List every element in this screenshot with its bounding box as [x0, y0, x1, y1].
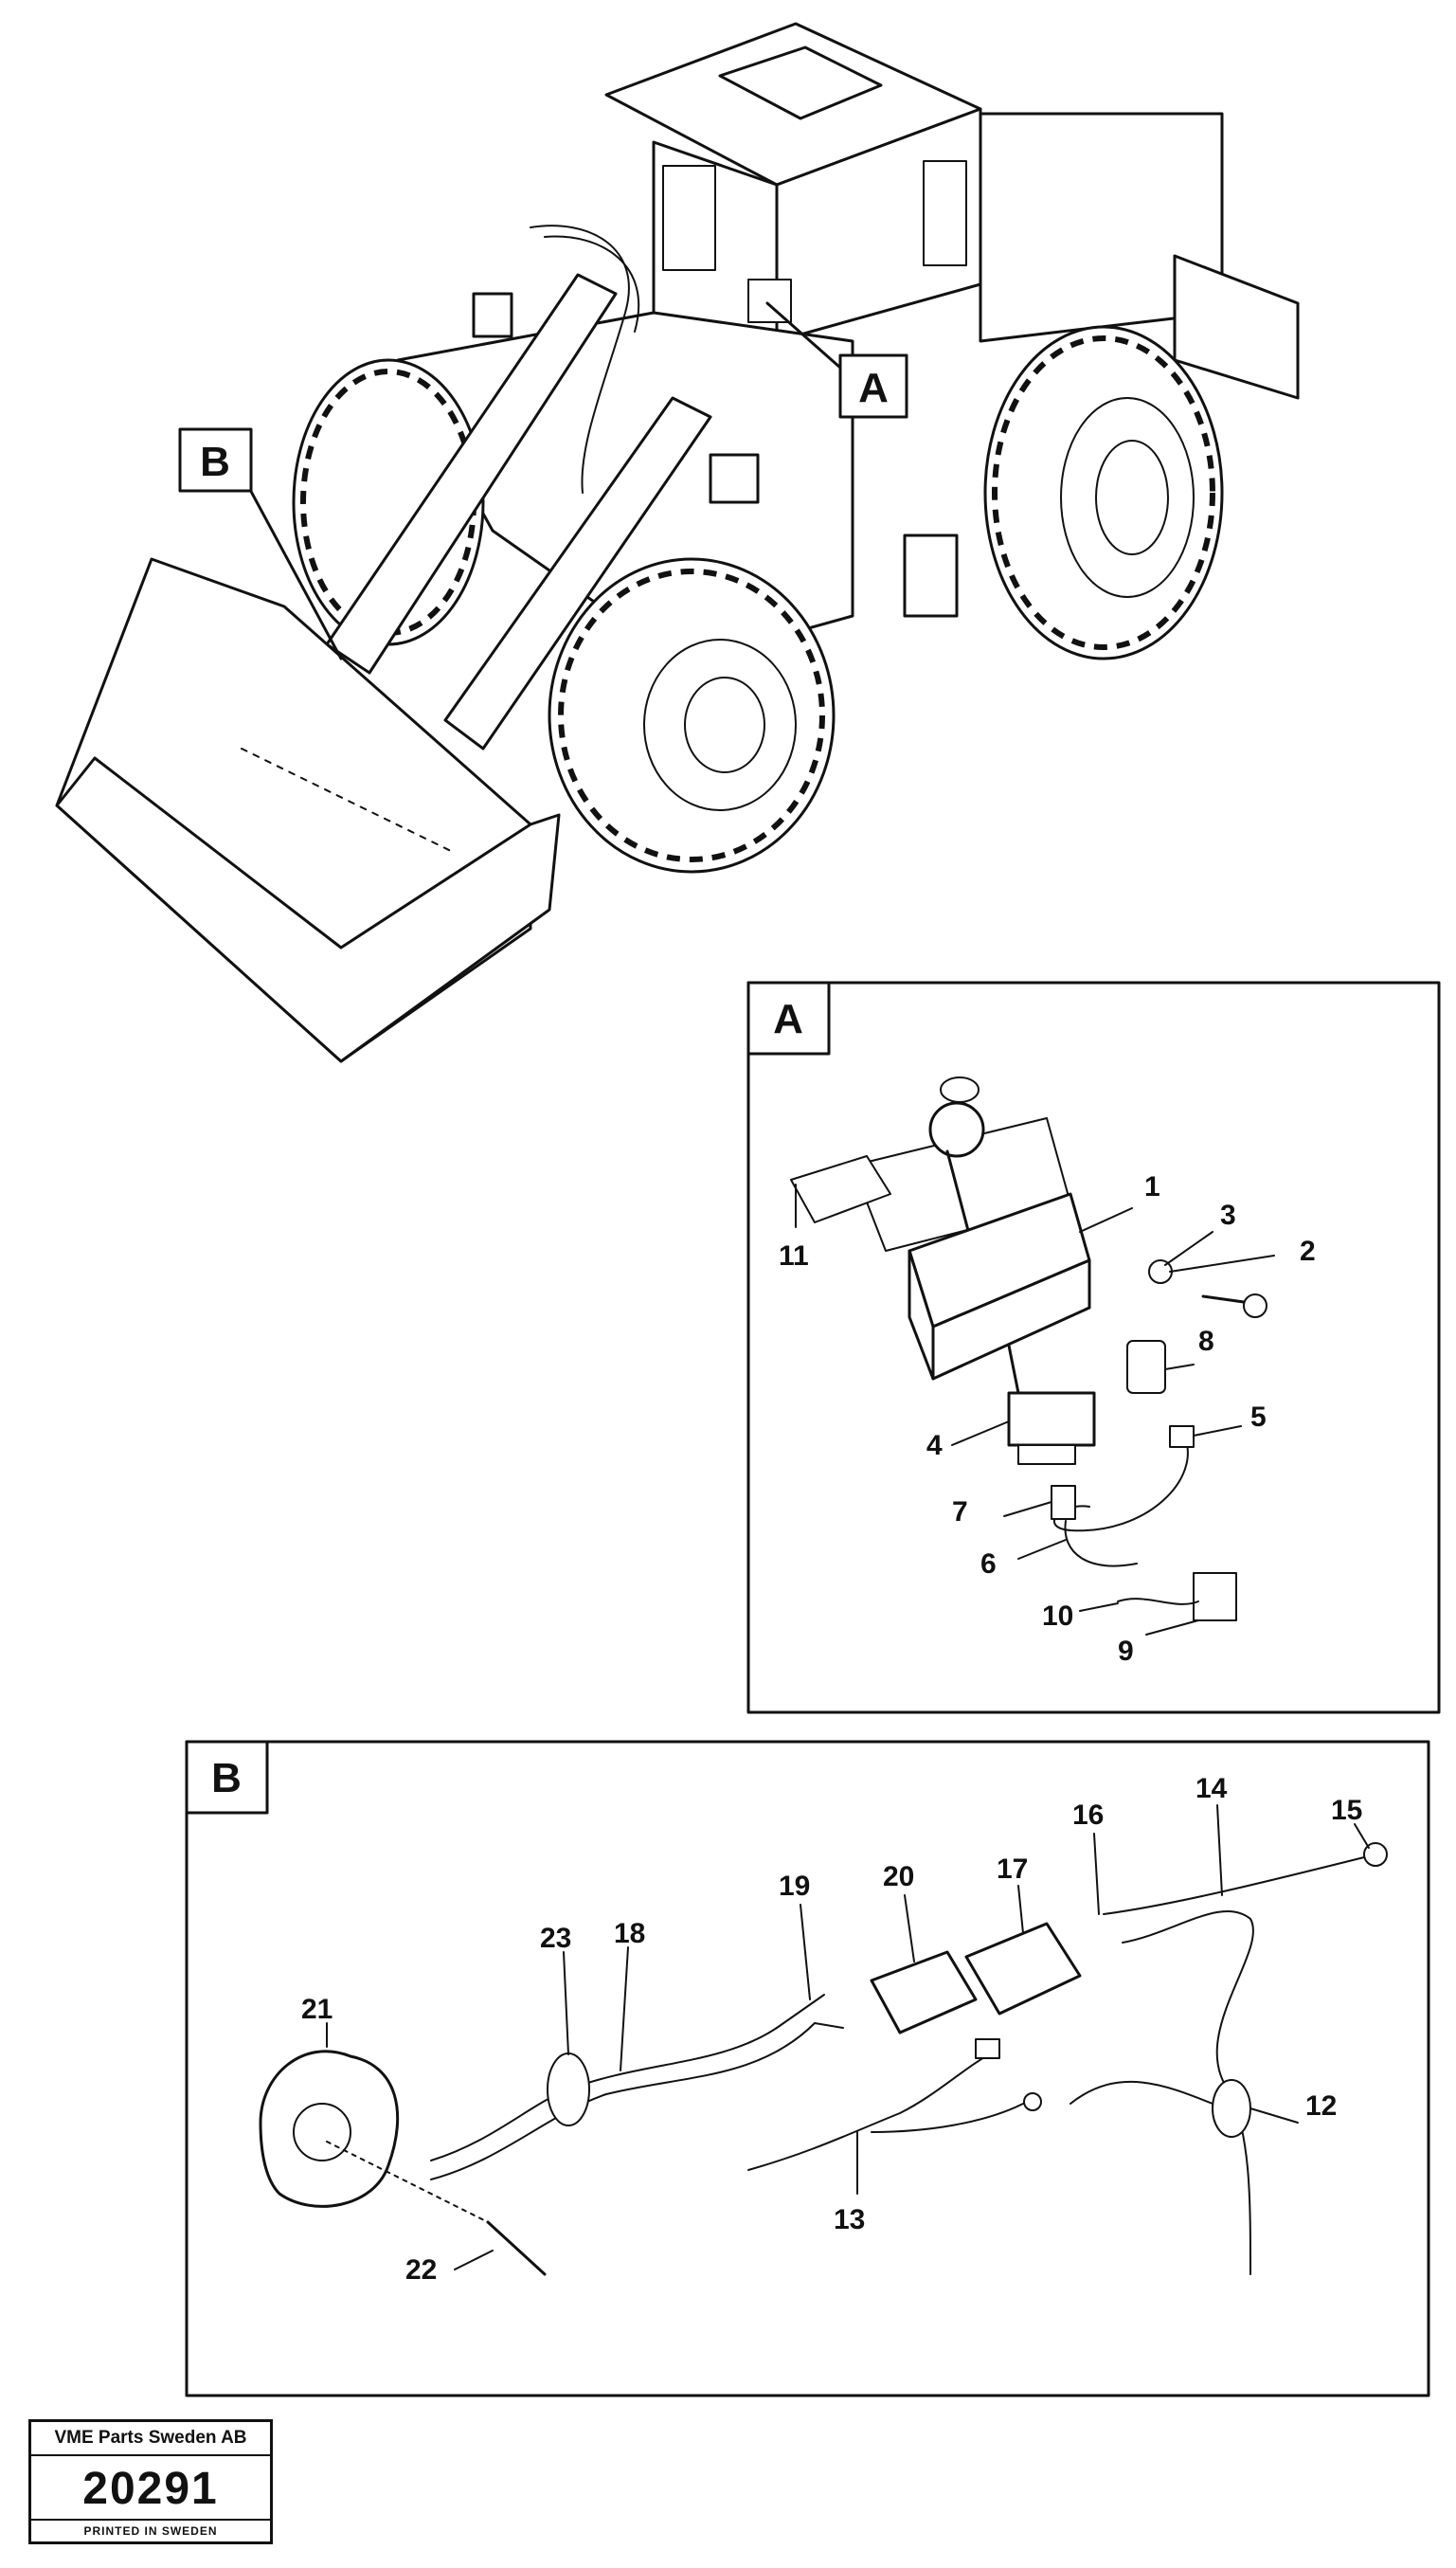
detail-a-tag: A	[773, 996, 803, 1042]
callout-13: 13	[834, 2204, 865, 2235]
loader-bucket	[55, 557, 561, 1063]
callout-19: 19	[779, 1871, 810, 1902]
callout-1: 1	[1144, 1171, 1160, 1203]
callout-7: 7	[952, 1496, 968, 1528]
detail-b-leaders	[326, 1804, 1370, 2270]
title-block: VME Parts Sweden AB 20291 PRINTED IN SWE…	[28, 2419, 273, 2544]
front-wheel	[548, 557, 836, 874]
callout-2: 2	[1300, 1236, 1316, 1267]
printed-note: PRINTED IN SWEDEN	[31, 2519, 270, 2541]
callout-14: 14	[1195, 1773, 1228, 1804]
callout-6: 6	[980, 1548, 997, 1580]
overview-tag-a: A	[858, 365, 889, 411]
callout-20: 20	[883, 1861, 914, 1892]
callout-22: 22	[405, 2254, 437, 2286]
callout-16: 16	[1072, 1799, 1104, 1831]
callout-18: 18	[614, 1918, 645, 1949]
drawing-number: 20291	[82, 2464, 219, 2514]
detail-b-panel: B	[185, 1740, 1430, 2397]
callout-21: 21	[301, 1994, 333, 2025]
detail-b-tag: B	[211, 1755, 242, 1801]
overview-tag-b: B	[200, 439, 230, 485]
callout-3: 3	[1220, 1200, 1236, 1231]
callout-17: 17	[997, 1854, 1028, 1885]
detail-a-leaders	[795, 1184, 1275, 1636]
detail-a-panel: A	[746, 981, 1441, 1714]
callout-8: 8	[1198, 1326, 1214, 1357]
callout-11: 11	[779, 1240, 809, 1272]
company-name: VME Parts Sweden AB	[31, 2422, 270, 2456]
rear-wheel	[983, 325, 1224, 660]
wheel-loader-illustration: A B	[55, 22, 1300, 1063]
callout-5: 5	[1250, 1402, 1267, 1433]
callout-15: 15	[1331, 1795, 1362, 1826]
callout-9: 9	[1118, 1636, 1134, 1667]
callout-4: 4	[926, 1430, 943, 1461]
callout-12: 12	[1305, 2090, 1337, 2122]
callout-10: 10	[1042, 1600, 1073, 1632]
callout-23: 23	[540, 1923, 571, 1954]
